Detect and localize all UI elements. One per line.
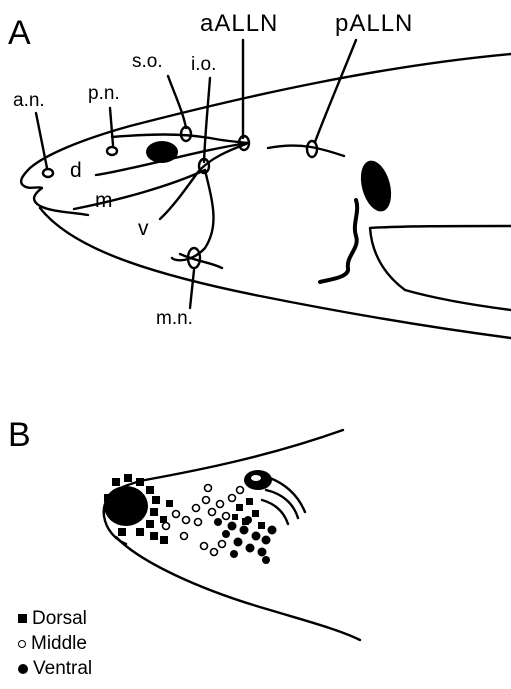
- pointer-so: [168, 76, 186, 128]
- middle-markers: [163, 485, 244, 556]
- pointer-pn: [110, 108, 113, 145]
- panel-b-outline-dorsal: [104, 430, 343, 544]
- neuromast-an: [43, 169, 53, 177]
- head-outline-ventral: [40, 208, 511, 338]
- open-circle-marker-icon: [18, 640, 26, 648]
- legend: Dorsal Middle Ventral: [18, 606, 92, 681]
- panel-b-outline-ventral: [116, 537, 360, 640]
- square-marker-icon: [18, 614, 27, 623]
- legend-label-dorsal: Dorsal: [32, 606, 87, 631]
- head-outline-dorsal: [21, 54, 511, 215]
- pointer-palln: [315, 40, 356, 142]
- pointer-mn: [190, 270, 194, 308]
- eye-panel-a: [146, 141, 178, 163]
- nerve-squiggle: [320, 200, 357, 282]
- ear-structure: [356, 157, 397, 214]
- legend-row-ventral: Ventral: [18, 656, 92, 681]
- legend-label-middle: Middle: [31, 631, 87, 656]
- panel-b-letter: B: [8, 416, 31, 455]
- legend-label-ventral: Ventral: [33, 656, 92, 681]
- pectoral-fin: [370, 226, 511, 310]
- infraorbital-nerve: [172, 170, 214, 260]
- legend-row-dorsal: Dorsal: [18, 606, 92, 631]
- gill-line-3: [262, 500, 288, 524]
- filled-circle-marker-icon: [18, 664, 28, 674]
- neuromast-pn: [107, 147, 117, 155]
- legend-row-middle: Middle: [18, 631, 92, 656]
